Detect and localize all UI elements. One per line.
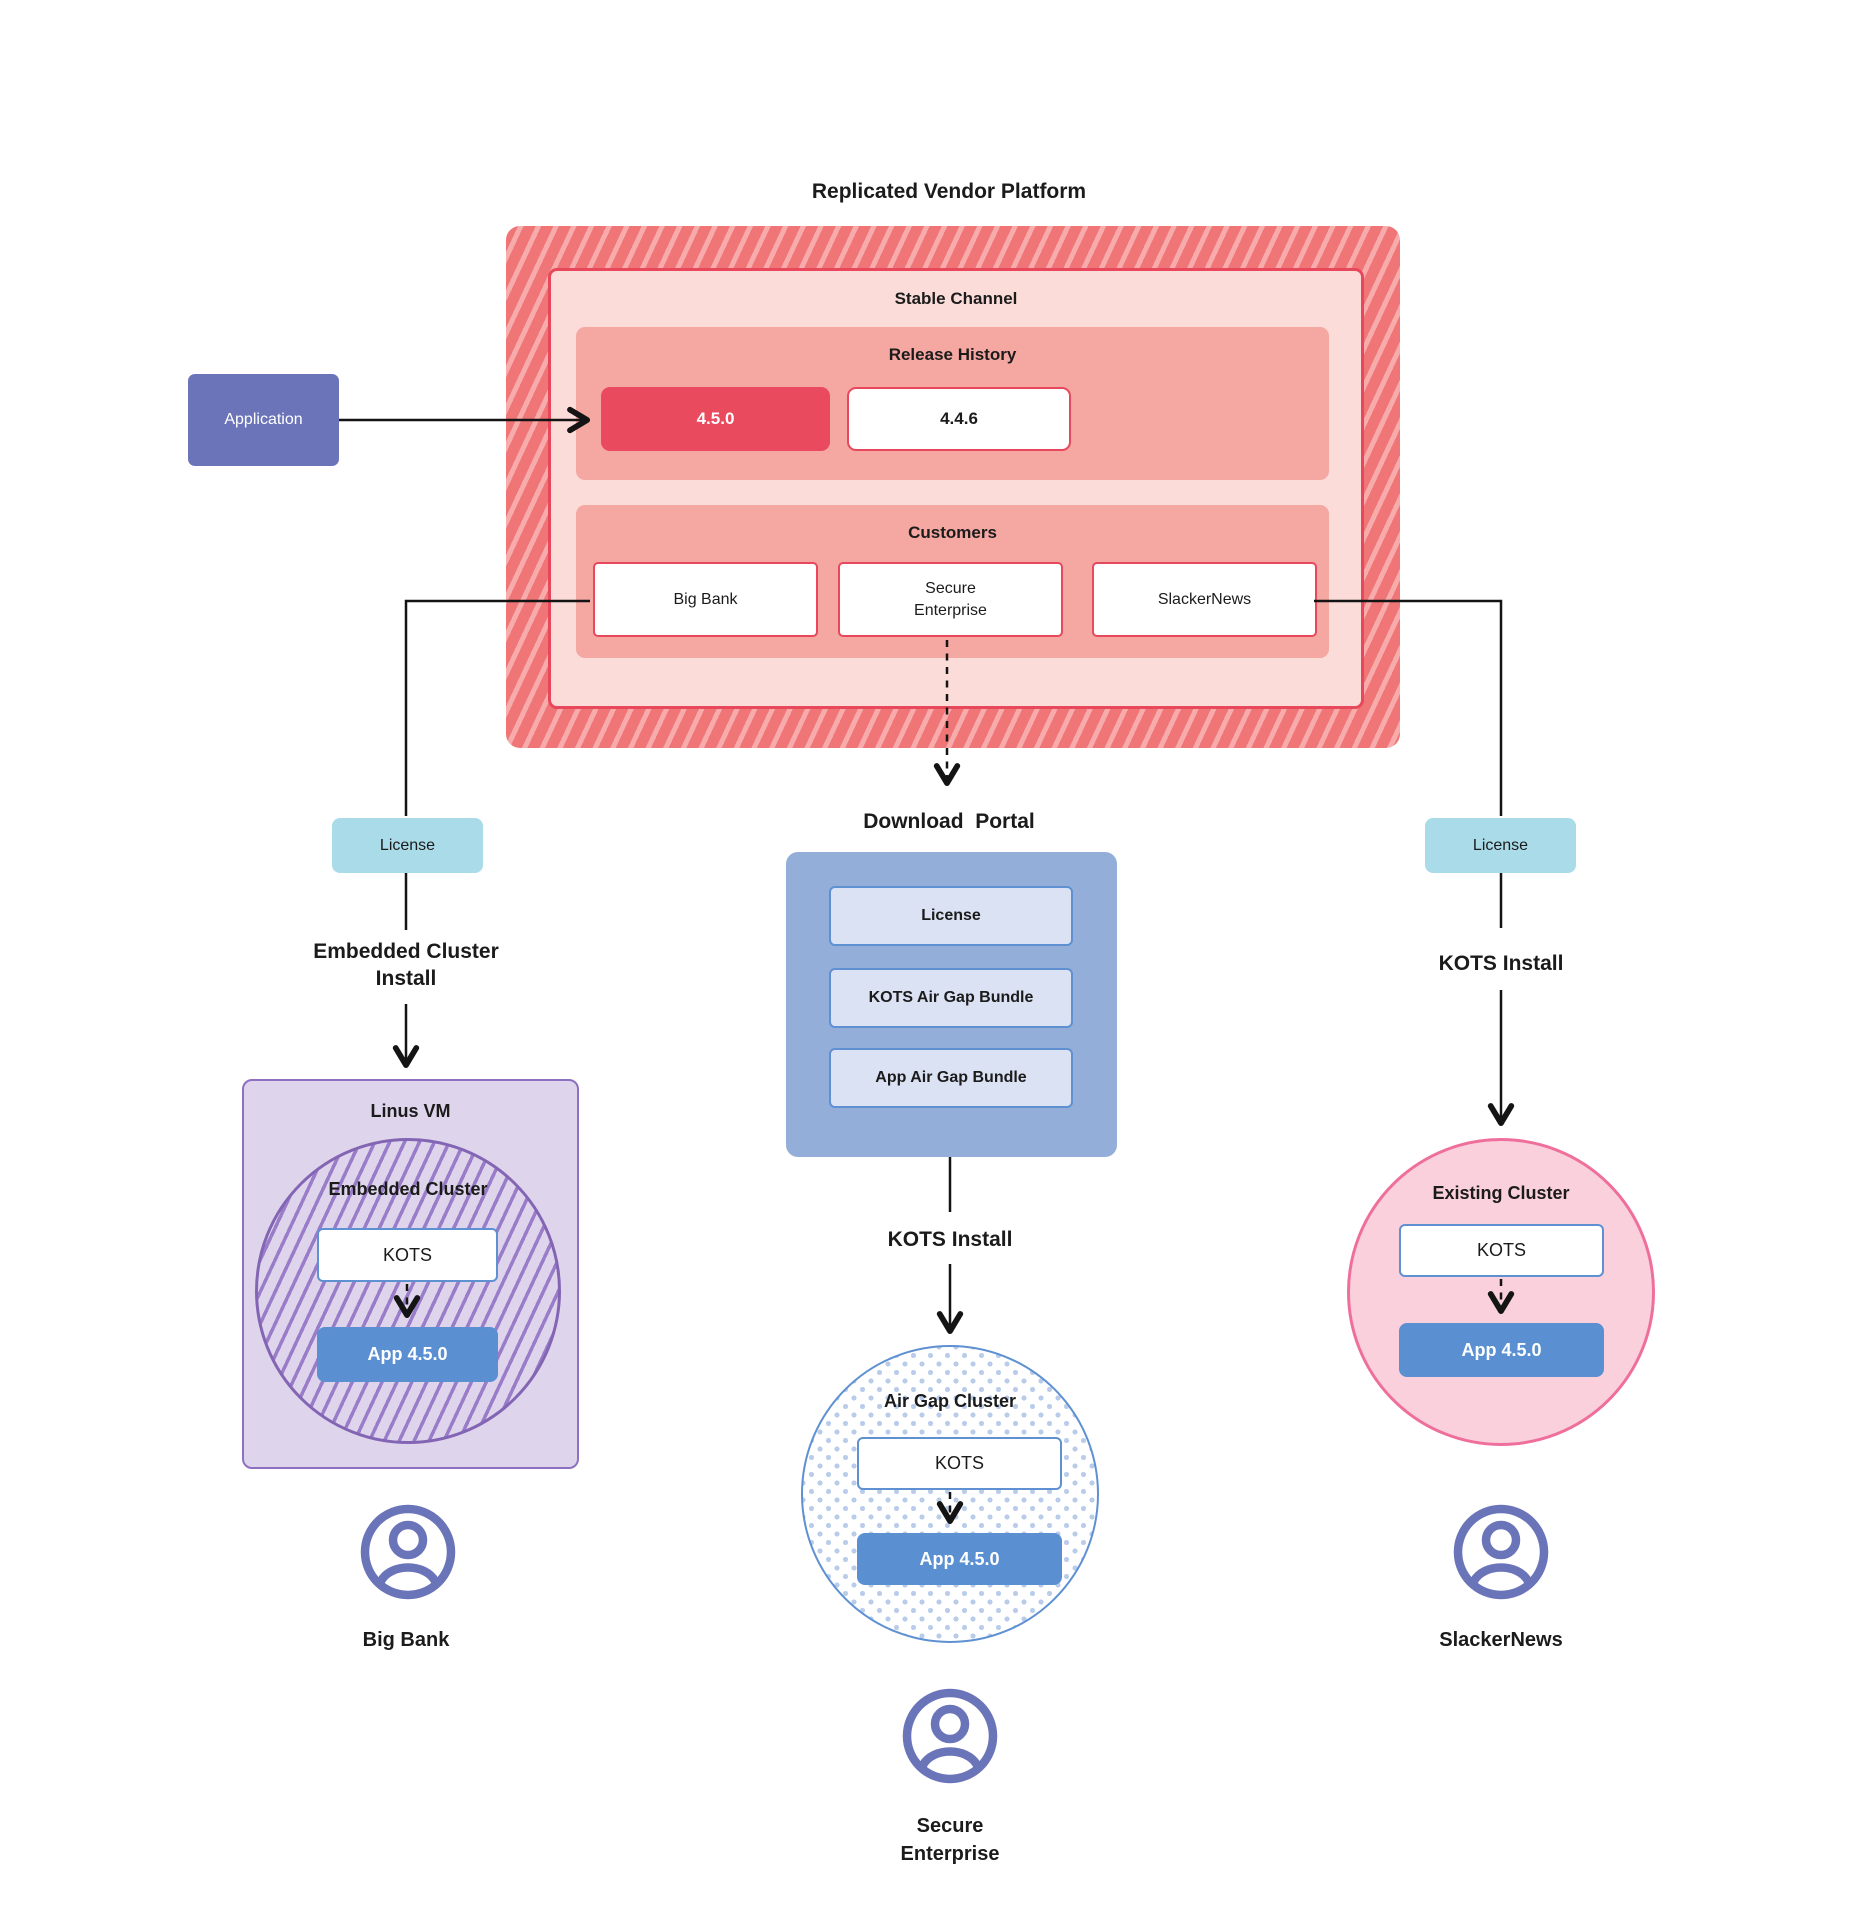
linus-vm-label: Linus VM [370, 1101, 451, 1121]
application-box: Application [188, 374, 339, 466]
customer-box-slackernews: SlackerNews [1092, 562, 1317, 637]
install-label-right: KOTS Install [1438, 952, 1564, 975]
customers-box: Customers Big Bank Secure Enterprise Sla… [576, 505, 1329, 658]
air-gap-cluster-label: Air Gap Cluster [883, 1391, 1017, 1411]
line-bigbank-to-license [404, 599, 590, 816]
user-label-slackernews: SlackerNews [1439, 1629, 1563, 1651]
download-portal-box: License KOTS Air Gap Bundle App Air Gap … [786, 852, 1117, 1157]
app-box-middle: App 4.5.0 [857, 1533, 1062, 1585]
install-label-middle: KOTS Install [887, 1228, 1013, 1251]
license-badge-left: License [332, 818, 483, 873]
user-icon-secure-enterprise [902, 1688, 998, 1784]
app-box-left: App 4.5.0 [317, 1327, 498, 1382]
license-badge-right: License [1425, 818, 1576, 873]
kots-box-middle: KOTS [857, 1437, 1062, 1490]
stable-channel-label: Stable Channel [894, 289, 1018, 308]
customer-box-secure-enterprise: Secure Enterprise [838, 562, 1063, 637]
stable-channel-box: Stable Channel Release History 4.5.0 4.4… [548, 268, 1364, 709]
vendor-platform-box: Stable Channel Release History 4.5.0 4.4… [506, 226, 1400, 748]
release-history-label: Release History [888, 345, 1017, 364]
existing-cluster-label: Existing Cluster [1432, 1183, 1570, 1203]
user-label-big-bank: Big Bank [362, 1629, 450, 1651]
line-slackernews-to-license [1314, 599, 1503, 816]
portal-item-license: License [829, 886, 1073, 946]
customer-box-big-bank: Big Bank [593, 562, 818, 637]
user-label-secure-enterprise: Secure Enterprise [900, 1815, 1000, 1865]
portal-item-kots-bundle: KOTS Air Gap Bundle [829, 968, 1073, 1028]
kots-box-right: KOTS [1399, 1224, 1604, 1277]
download-portal-label: Download Portal [863, 810, 1035, 833]
user-icon-big-bank [360, 1504, 456, 1600]
diagram-title: Replicated Vendor Platform [811, 180, 1087, 203]
install-label-left: Embedded Cluster Install [313, 940, 499, 990]
user-icon-slackernews [1453, 1504, 1549, 1600]
customers-label: Customers [908, 523, 997, 542]
embedded-cluster-label: Embedded Cluster [328, 1179, 488, 1199]
release-version-box-current: 4.5.0 [601, 387, 830, 451]
portal-item-app-bundle: App Air Gap Bundle [829, 1048, 1073, 1108]
release-history-box: Release History 4.5.0 4.4.6 [576, 327, 1329, 480]
kots-box-left: KOTS [317, 1228, 498, 1282]
app-box-right: App 4.5.0 [1399, 1323, 1604, 1377]
release-version-box-previous: 4.4.6 [847, 387, 1071, 451]
